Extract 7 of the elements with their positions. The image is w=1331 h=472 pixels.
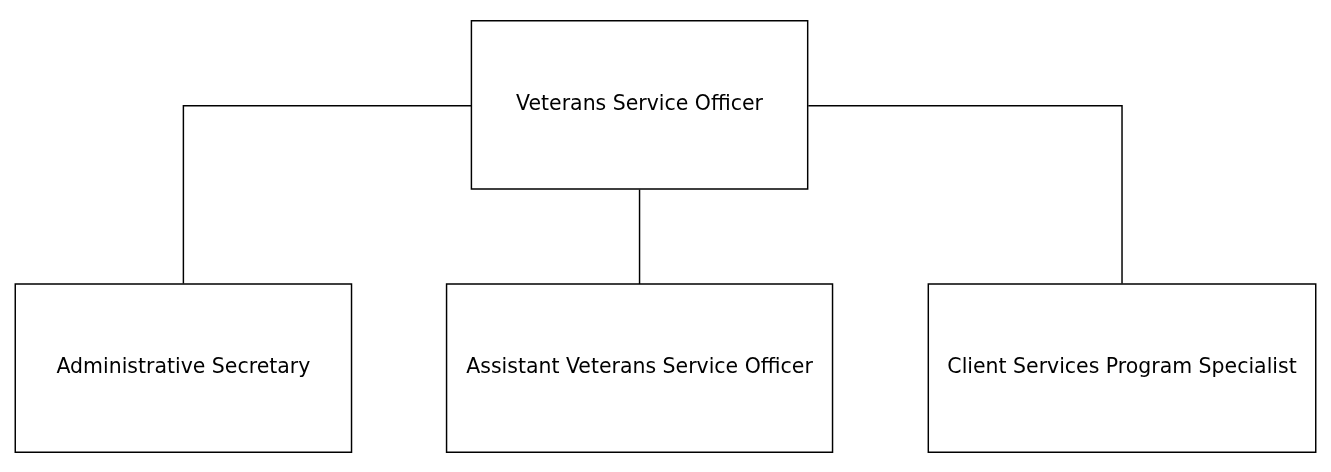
connector: [182, 104, 472, 284]
connector: [638, 188, 641, 285]
node-box: Client Services Program Specialist: [927, 282, 1317, 453]
node-box: Veterans Service Officer: [470, 19, 809, 190]
node-box: Administrative Secretary: [14, 282, 353, 453]
node-box: Assistant Veterans Service Officer: [445, 282, 834, 453]
connector: [807, 104, 1123, 284]
